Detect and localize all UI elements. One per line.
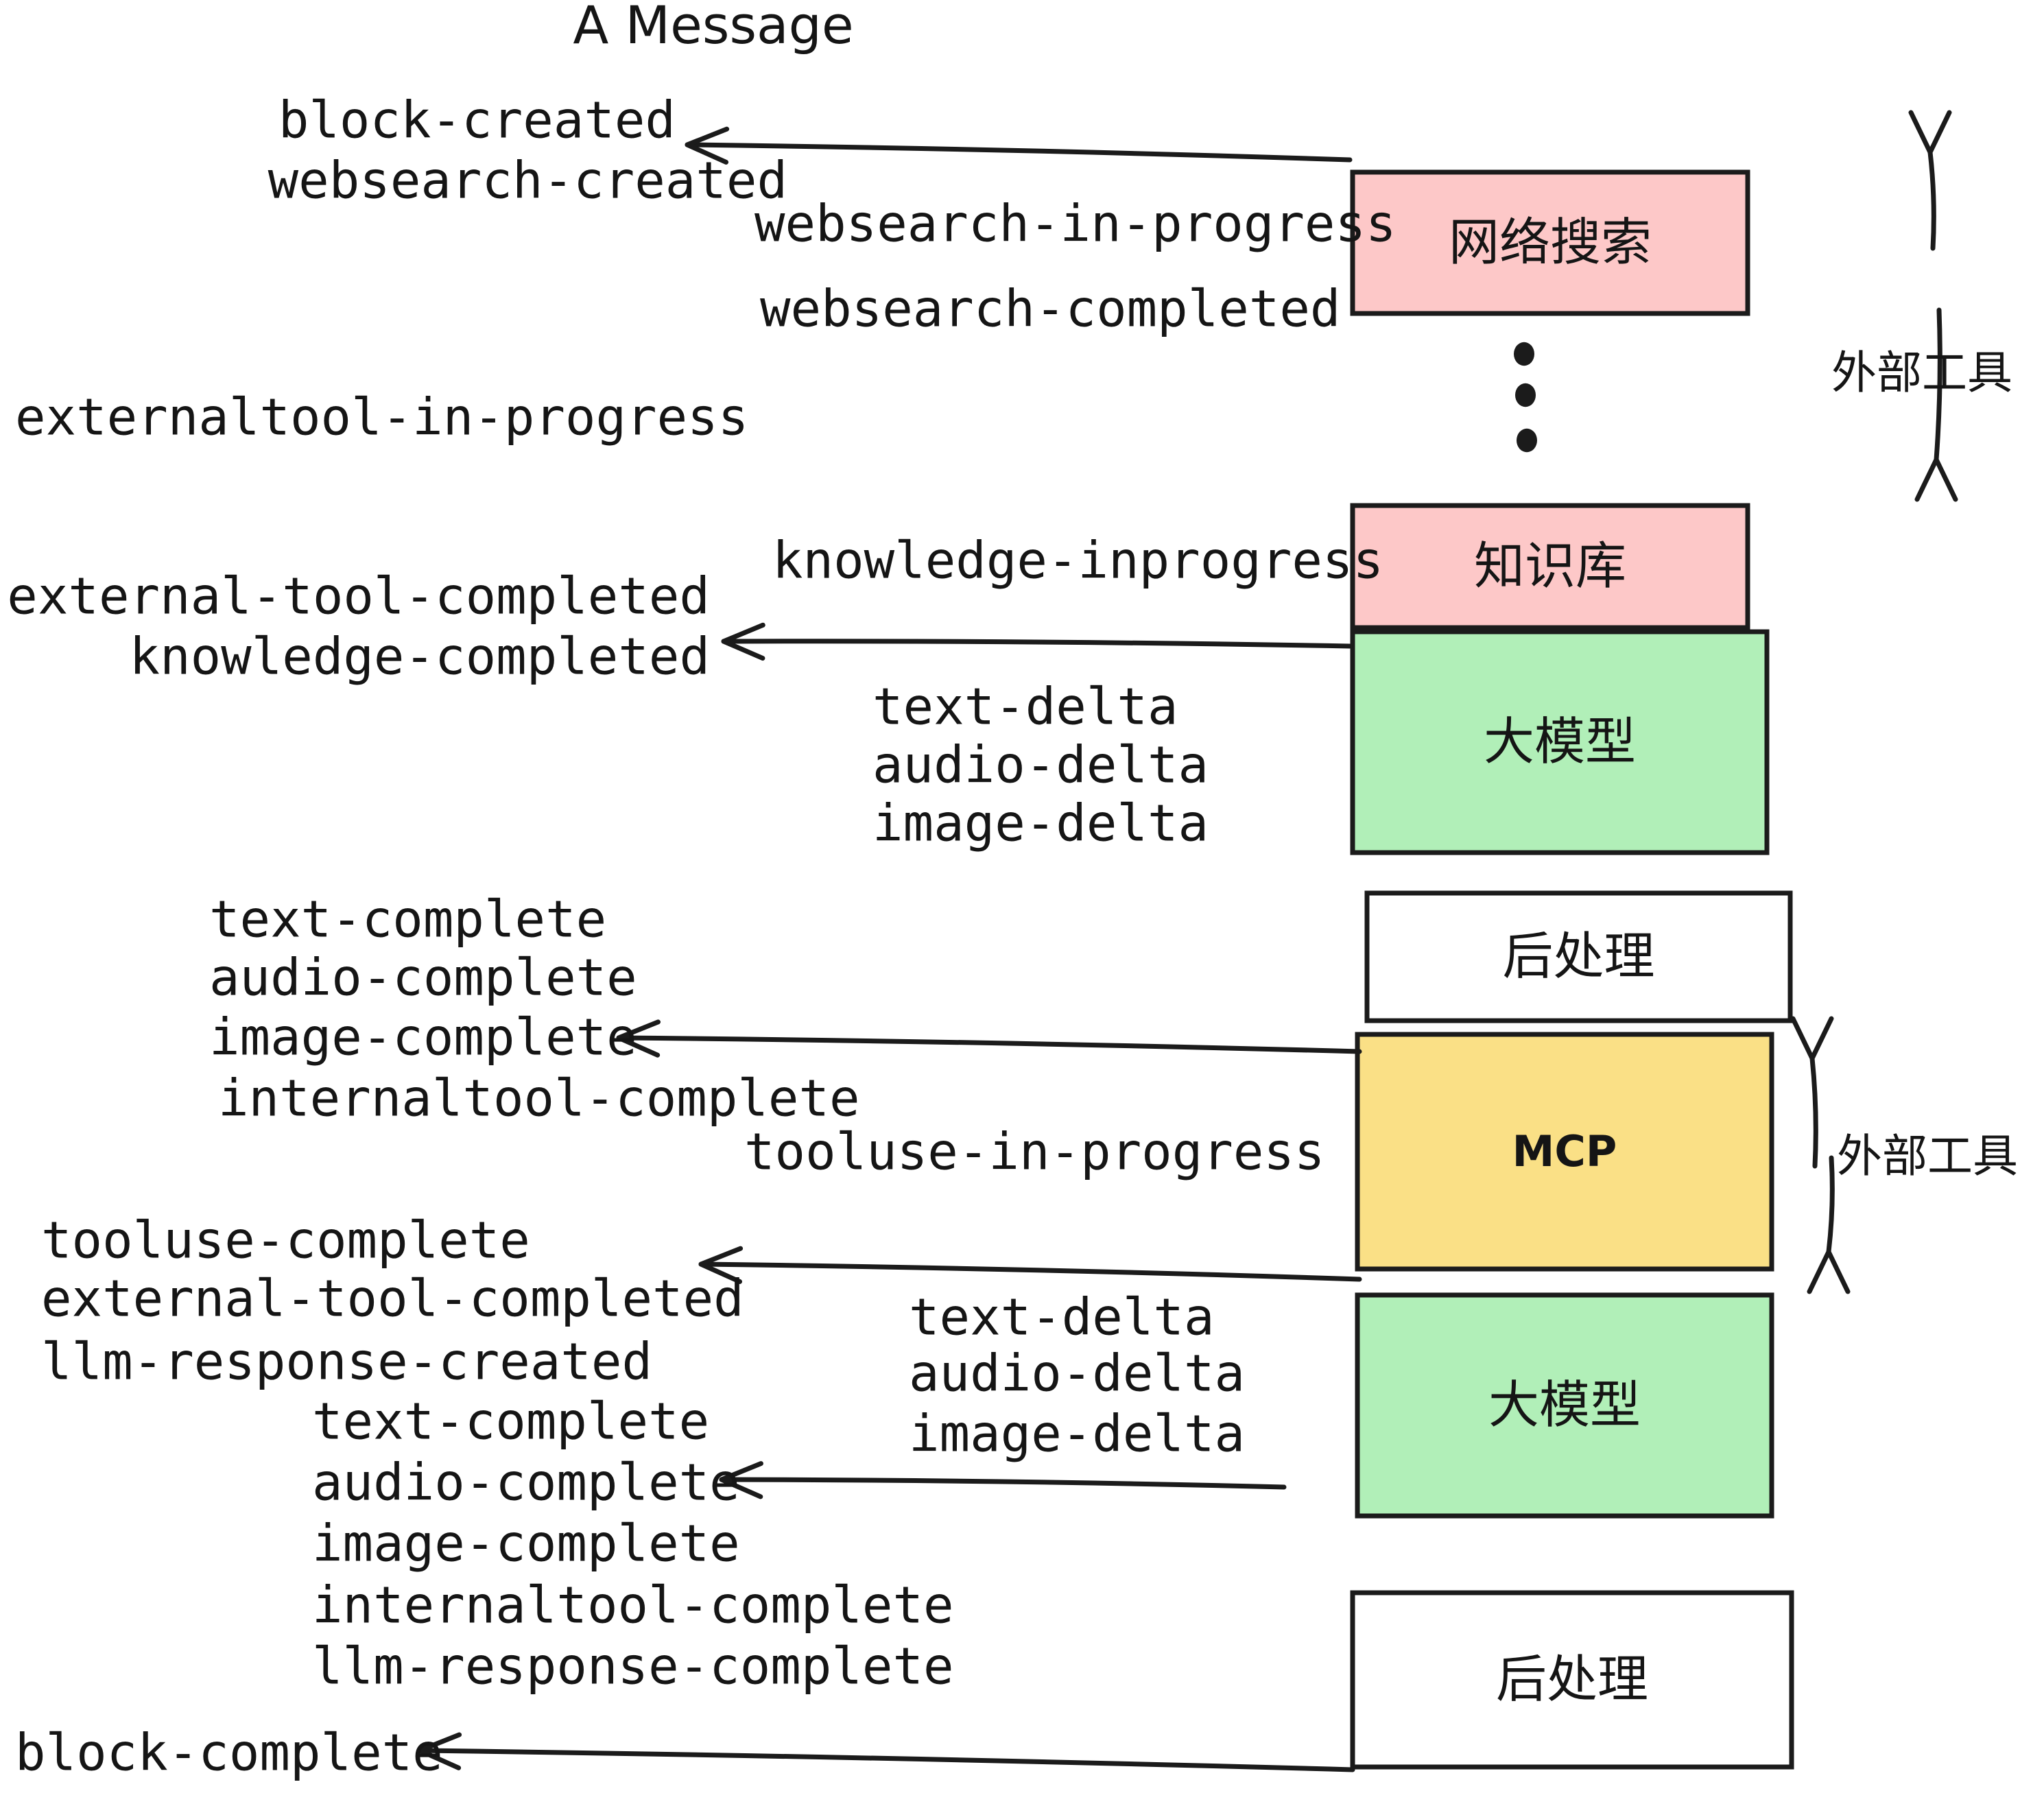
box-llm-bottom[interactable]: 大模型	[1355, 1292, 1774, 1519]
arrow-image-complete	[616, 1019, 1362, 1058]
dot-1	[1514, 342, 1534, 366]
box-postprocess-bottom-rect	[1350, 1590, 1794, 1770]
arrow-block-complete	[417, 1732, 1355, 1772]
event-label-knowledge-completed: knowledge-completed	[130, 628, 710, 687]
ext-tools-top-up	[1908, 110, 1952, 251]
event-label-image-complete-2: image-complete	[312, 1515, 740, 1574]
event-label-audio-complete-2: audio-complete	[312, 1453, 740, 1512]
box-knowledge-label: 知识库	[1474, 537, 1626, 596]
ext-tools-top-down	[1914, 307, 1958, 502]
arrow-audio-complete-shaft	[719, 1477, 1287, 1490]
ext-tools-bot-up-head	[1790, 1016, 1834, 1061]
event-label-image-delta-1: image-delta	[872, 794, 1209, 853]
ext-tools-top-up-head	[1908, 110, 1952, 155]
ext-tools-bot-up	[1790, 1016, 1834, 1169]
arrow-image-complete-head	[616, 1019, 661, 1058]
box-llm-bottom-rect	[1355, 1292, 1774, 1519]
arrow-block-created-head	[685, 126, 730, 165]
event-label-llm-response-complete: llm-response-complete	[312, 1637, 954, 1696]
box-postprocess-top-label: 后处理	[1503, 927, 1655, 986]
box-websearch-rect	[1350, 169, 1750, 316]
arrow-block-created-shaft	[685, 142, 1353, 163]
ext-tools-bot-down-head	[1807, 1249, 1851, 1294]
box-websearch-label: 网络搜索	[1449, 213, 1652, 272]
event-label-text-complete-1: text-complete	[209, 890, 606, 949]
side-label-external-tools-top: 外部工具	[1831, 346, 2012, 399]
box-llm-bottom-label: 大模型	[1488, 1376, 1641, 1435]
arrow-audio-complete	[719, 1461, 1287, 1499]
box-knowledge-rect	[1350, 503, 1750, 630]
arrow-knowledge-done-shaft	[721, 639, 1353, 649]
event-label-tooluse-complete: tooluse-complete	[41, 1211, 530, 1270]
arrow-image-complete-shaft	[616, 1035, 1362, 1054]
event-label-llm-response-created: llm-response-created	[41, 1333, 652, 1392]
event-label-tooluse-in-progress: tooluse-in-progress	[744, 1123, 1324, 1182]
event-label-internaltool-complete-2: internaltool-complete	[312, 1576, 954, 1635]
event-label-block-complete: block-complete	[15, 1724, 443, 1783]
side-label-external-tools-bottom: 外部工具	[1837, 1130, 2018, 1183]
box-postprocess-bottom-label: 后处理	[1496, 1650, 1648, 1709]
event-label-websearch-completed: websearch-completed	[760, 280, 1340, 339]
ext-tools-bot-down	[1807, 1155, 1851, 1294]
event-label-block-created: block-created	[278, 91, 676, 150]
arrow-tooluse-done	[698, 1246, 1362, 1284]
event-label-text-delta-2: text-delta	[909, 1288, 1215, 1347]
event-label-internaltool-complete-1: internaltool-complete	[218, 1069, 860, 1128]
dot-3	[1517, 428, 1537, 453]
dot-2	[1515, 383, 1536, 407]
ext-tools-top-down-head	[1914, 457, 1958, 502]
box-knowledge[interactable]: 知识库	[1350, 503, 1750, 630]
ext-tools-top-down-shaft	[1934, 307, 1942, 462]
event-label-websearch-in-progress: websearch-in-progress	[754, 195, 1397, 254]
arrow-block-complete-head	[417, 1732, 462, 1770]
page-title: A Message	[573, 0, 853, 56]
event-arrows	[417, 126, 1362, 1772]
box-postprocess-top[interactable]: 后处理	[1364, 890, 1793, 1023]
event-label-text-complete-2: text-complete	[312, 1392, 709, 1451]
arrow-block-created	[685, 126, 1353, 165]
arrow-knowledge-done	[721, 622, 1353, 661]
vertical-ellipsis-icon	[1514, 342, 1537, 453]
event-label-external-tool-completed-1: external-tool-completed	[7, 567, 710, 626]
box-mcp[interactable]: MCP	[1355, 1032, 1774, 1272]
box-websearch[interactable]: 网络搜索	[1350, 169, 1750, 316]
arrow-tooluse-done-shaft	[698, 1261, 1362, 1282]
box-mcp-label: MCP	[1512, 1126, 1617, 1176]
arrow-knowledge-done-head	[721, 622, 765, 661]
event-label-image-delta-2: image-delta	[909, 1405, 1245, 1464]
event-label-external-tool-completed-2: external-tool-completed	[41, 1270, 744, 1329]
box-llm-top-label: 大模型	[1484, 713, 1636, 772]
box-llm-top-rect	[1350, 629, 1770, 855]
event-label-audio-delta-1: audio-delta	[872, 736, 1209, 795]
box-mcp-rect	[1355, 1032, 1774, 1272]
ext-tools-bot-down-shaft	[1826, 1155, 1835, 1255]
box-postprocess-bottom[interactable]: 后处理	[1350, 1590, 1794, 1770]
arrow-tooluse-done-head	[698, 1246, 744, 1284]
event-label-knowledge-inprogress: knowledge-inprogress	[772, 532, 1383, 591]
external-tool-range-arrows	[1790, 110, 1958, 1294]
ext-tools-bot-up-shaft	[1809, 1056, 1818, 1169]
event-label-externaltool-in-progress: externaltool-in-progress	[15, 388, 748, 447]
event-labels: block-createdwebsearch-createdwebsearch-…	[7, 91, 1396, 1783]
event-label-audio-complete-1: audio-complete	[209, 949, 637, 1008]
ext-tools-top-up-shaft	[1927, 150, 1936, 251]
arrow-block-complete-shaft	[417, 1748, 1355, 1772]
event-label-image-complete-1: image-complete	[209, 1008, 637, 1067]
box-postprocess-top-rect	[1364, 890, 1793, 1023]
box-llm-top[interactable]: 大模型	[1350, 629, 1770, 855]
event-label-websearch-created: websearch-created	[268, 152, 787, 211]
event-label-audio-delta-2: audio-delta	[909, 1344, 1245, 1403]
event-label-text-delta-1: text-delta	[872, 678, 1178, 737]
arrow-audio-complete-head	[719, 1461, 763, 1499]
